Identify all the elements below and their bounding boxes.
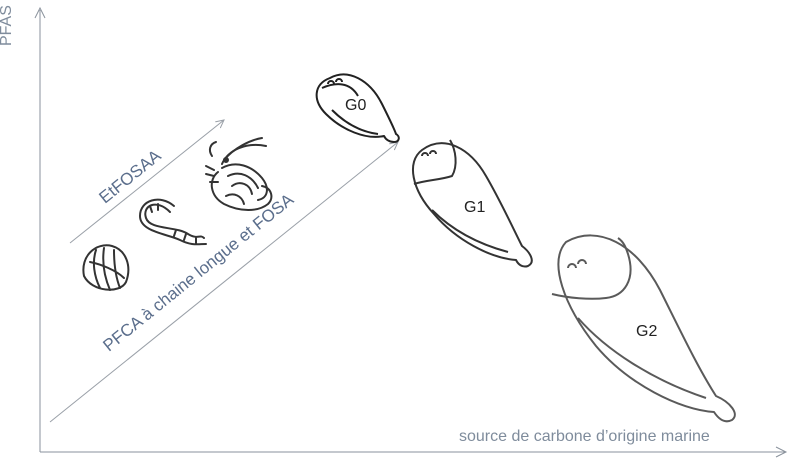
x-axis-label: source de carbone d’origine marine	[459, 428, 710, 446]
upper-arrow	[70, 120, 224, 243]
lower-arrow	[50, 142, 398, 422]
shrimp-icon	[206, 138, 271, 210]
clam-icon	[83, 245, 128, 290]
worm-icon	[140, 200, 206, 245]
y-axis-label: PFAS	[0, 5, 16, 46]
y-axis	[35, 8, 45, 452]
fish-g2-label: G2	[636, 323, 657, 341]
fish-g0-label: G0	[345, 97, 366, 115]
x-axis	[40, 447, 786, 457]
fish-g1-label: G1	[464, 199, 485, 217]
